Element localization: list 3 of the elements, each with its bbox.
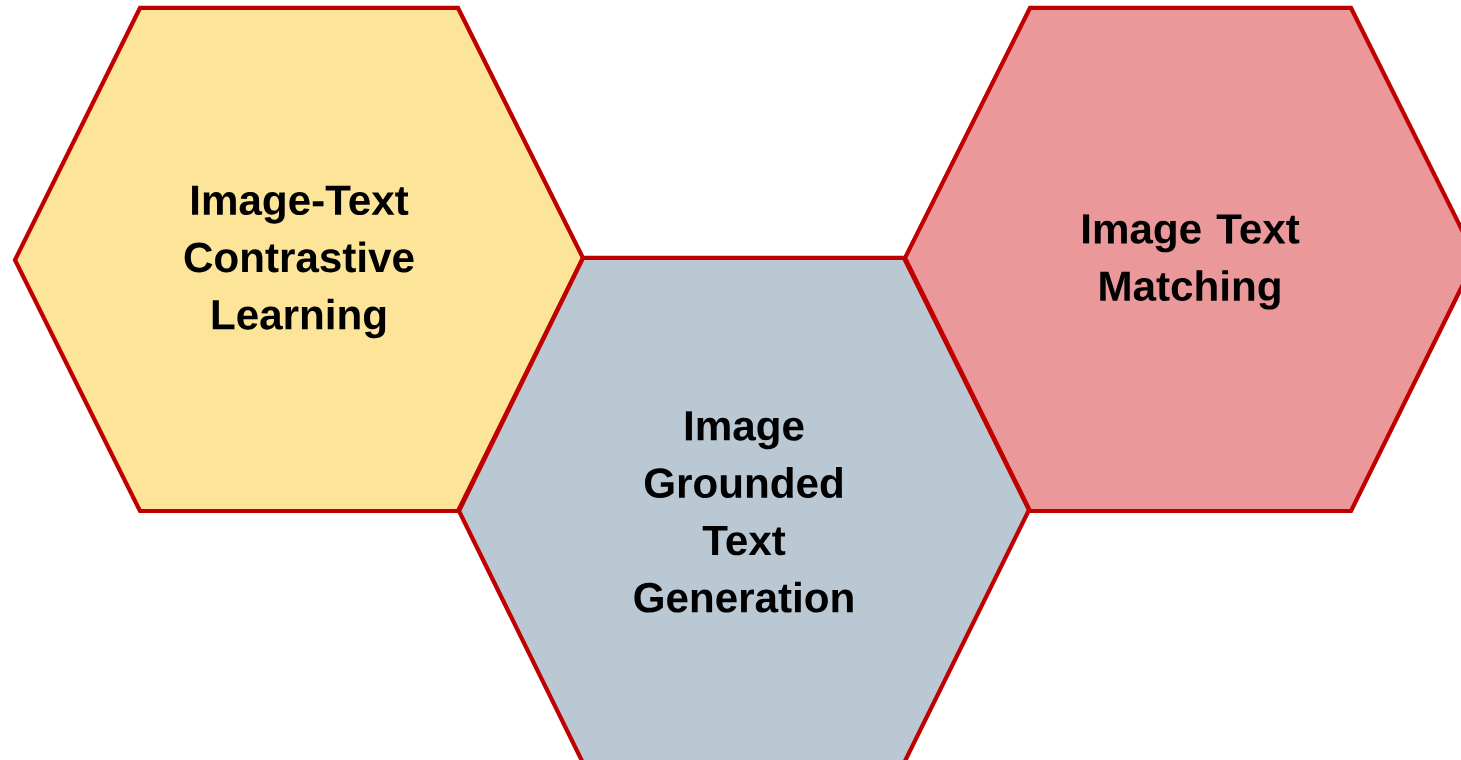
hexagon: Image Text Matching (902, 5, 1461, 514)
hexagon: Image Grounded Text Generation (456, 255, 1032, 760)
hexagon: Image-Text Contrastive Learning (12, 5, 586, 514)
